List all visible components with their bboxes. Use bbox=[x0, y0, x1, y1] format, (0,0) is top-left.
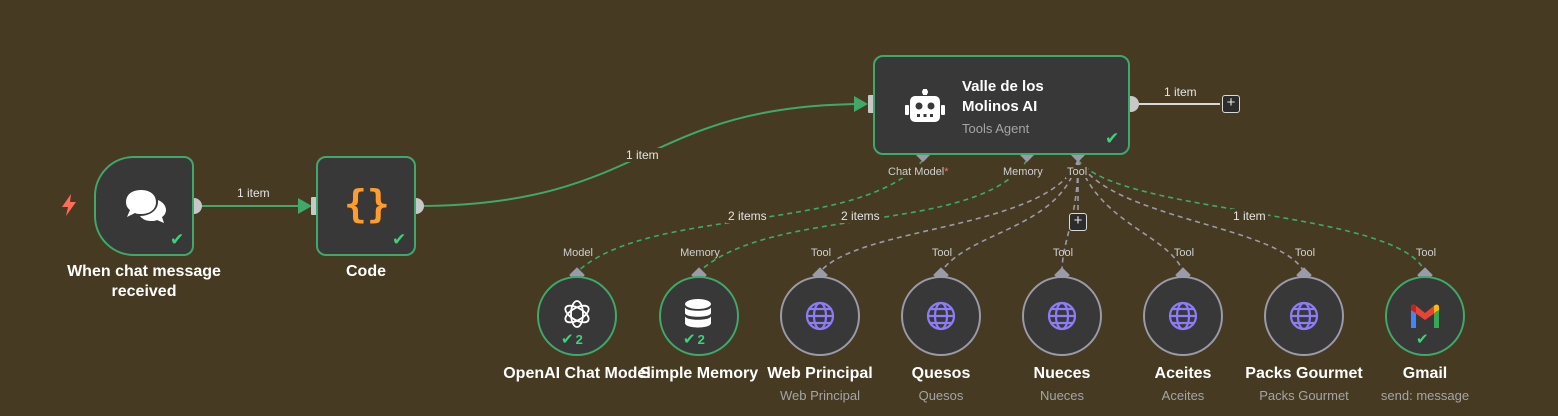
globe-icon bbox=[1046, 300, 1078, 337]
subnode-label-packs: Packs Gourmet bbox=[1245, 365, 1363, 382]
subnode-label-gmail: Gmail bbox=[1402, 365, 1448, 382]
edge-tool-quesos[interactable] bbox=[940, 159, 1079, 273]
port-label-memory: Memory bbox=[1002, 166, 1044, 178]
subnode-port-label-quesos: Tool bbox=[931, 247, 953, 259]
success-check-icon: ✔ bbox=[170, 230, 185, 249]
robot-icon bbox=[905, 89, 945, 130]
chat-bubbles-icon bbox=[122, 188, 168, 231]
run-count-badge: 2 bbox=[575, 332, 583, 347]
subnode-openai[interactable]: ✔2 bbox=[537, 276, 617, 356]
edge-label-trigger-code: 1 item bbox=[235, 186, 272, 200]
code-node-label: Code bbox=[346, 263, 386, 280]
edge-label-agent-output: 1 item bbox=[1162, 85, 1199, 99]
lightning-bolt-icon bbox=[60, 193, 78, 222]
success-check-icon: ✔2 bbox=[561, 331, 583, 348]
subnode-memory[interactable]: ✔2 bbox=[659, 276, 739, 356]
openai-icon bbox=[561, 298, 593, 335]
subnode-subtitle-gmail: send: message bbox=[1380, 388, 1470, 403]
subnode-nueces[interactable] bbox=[1022, 276, 1102, 356]
globe-icon bbox=[925, 300, 957, 337]
subnode-port-label-nueces: Tool bbox=[1052, 247, 1074, 259]
subnode-packs[interactable] bbox=[1264, 276, 1344, 356]
run-count-badge: 2 bbox=[697, 332, 705, 347]
gmail-icon bbox=[1409, 304, 1441, 335]
subnode-port-label-web: Tool bbox=[810, 247, 832, 259]
edge-label-memory: 2 items bbox=[839, 209, 882, 223]
add-tool-button[interactable]: + bbox=[1069, 213, 1087, 231]
code-node[interactable]: {} ✔ bbox=[316, 156, 416, 256]
subnode-subtitle-quesos: Quesos bbox=[918, 388, 964, 403]
agent-subtitle: Tools Agent bbox=[962, 121, 1030, 136]
edge-tool-web[interactable] bbox=[819, 159, 1079, 273]
subnode-port-label-packs: Tool bbox=[1294, 247, 1316, 259]
subnode-label-aceites: Aceites bbox=[1154, 365, 1212, 382]
subnode-subtitle-nueces: Nueces bbox=[1039, 388, 1085, 403]
subnode-port-label-gmail: Tool bbox=[1415, 247, 1437, 259]
agent-title: Valle de los Molinos AI bbox=[962, 78, 1044, 115]
edge-label-code-agent: 1 item bbox=[624, 148, 661, 162]
trigger-node[interactable]: ✔ bbox=[94, 156, 194, 256]
subnode-label-openai: OpenAI Chat Model bbox=[503, 365, 651, 382]
curly-braces-icon: {} bbox=[344, 182, 390, 226]
subnode-quesos[interactable] bbox=[901, 276, 981, 356]
trigger-node-label: When chat message received bbox=[67, 263, 221, 300]
edge-label-model: 2 items bbox=[726, 209, 769, 223]
edge-memory[interactable] bbox=[698, 159, 1028, 273]
success-check-icon: ✔ bbox=[1105, 129, 1120, 148]
database-icon bbox=[683, 298, 713, 335]
subnode-subtitle-aceites: Aceites bbox=[1161, 388, 1205, 403]
subnode-port-label-openai: Model bbox=[563, 247, 593, 259]
success-check-icon: ✔ bbox=[1416, 331, 1429, 348]
subnode-gmail[interactable]: ✔ bbox=[1385, 276, 1465, 356]
globe-icon bbox=[804, 300, 836, 337]
subnode-label-nueces: Nueces bbox=[1033, 365, 1091, 382]
success-check-icon: ✔2 bbox=[683, 331, 705, 348]
edge-label-gmail: 1 item bbox=[1231, 209, 1268, 223]
subnode-subtitle-web: Web Principal bbox=[780, 388, 860, 403]
subnode-subtitle-packs: Packs Gourmet bbox=[1259, 388, 1349, 403]
subnode-label-web: Web Principal bbox=[767, 365, 873, 382]
ai-agent-node[interactable]: Valle de los Molinos AI Tools Agent ✔ bbox=[873, 55, 1130, 155]
success-check-icon: ✔ bbox=[392, 230, 407, 249]
subnode-port-label-memory: Memory bbox=[680, 247, 720, 259]
subnode-label-memory: Simple Memory bbox=[639, 365, 759, 382]
subnode-port-label-aceites: Tool bbox=[1173, 247, 1195, 259]
globe-icon bbox=[1288, 300, 1320, 337]
globe-icon bbox=[1167, 300, 1199, 337]
subnode-label-quesos: Quesos bbox=[911, 365, 971, 382]
port-label-tool: Tool bbox=[1066, 166, 1089, 178]
port-label-chat-model: Chat Model* bbox=[887, 166, 950, 178]
subnode-aceites[interactable] bbox=[1143, 276, 1223, 356]
edge-tool-packs[interactable] bbox=[1077, 159, 1305, 273]
add-node-after-agent-button[interactable]: + bbox=[1222, 95, 1240, 113]
subnode-web[interactable] bbox=[780, 276, 860, 356]
